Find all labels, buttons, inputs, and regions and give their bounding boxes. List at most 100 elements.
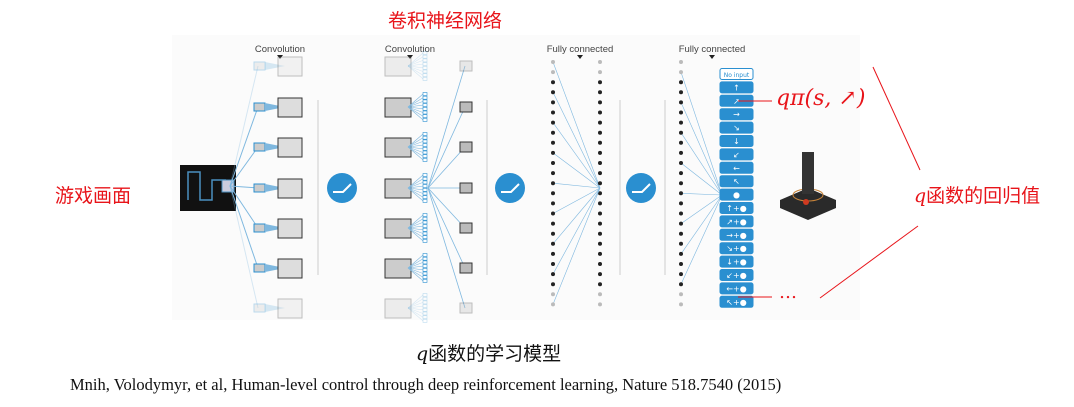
conv2-kernel-unit xyxy=(422,275,428,280)
fc1-output-node xyxy=(598,251,602,256)
fc1-node xyxy=(551,302,555,307)
relu-curve xyxy=(333,183,352,193)
conv2-kernel-unit xyxy=(422,173,428,177)
relu-curve xyxy=(501,183,520,193)
connection-line xyxy=(680,162,723,196)
connection-line xyxy=(407,141,424,148)
conv2-kernel-unit xyxy=(422,279,428,283)
conv1-kernel xyxy=(253,223,266,233)
conv2-kernel-unit xyxy=(422,176,428,181)
connection-line xyxy=(552,187,601,244)
action-button-bg xyxy=(719,282,754,295)
layer-label-conv2: Convolution xyxy=(385,44,435,55)
annotation-line xyxy=(872,66,921,171)
conv2-feature-map xyxy=(384,218,412,239)
conv2-kernel-unit xyxy=(422,180,428,185)
conv2-kernel-unit xyxy=(422,184,428,188)
conv2-kernel-unit xyxy=(422,228,428,232)
connection-line xyxy=(407,305,424,309)
action-button-label: ● xyxy=(733,191,740,200)
connection-line xyxy=(407,227,424,238)
conv2-feature-map xyxy=(384,298,412,319)
action-button-bg xyxy=(719,135,754,147)
connection-line xyxy=(407,182,424,189)
action-button-label: →+● xyxy=(726,231,746,240)
connection-line xyxy=(407,267,424,282)
layer-label-conv1: Convolution xyxy=(255,44,305,55)
fc1-node xyxy=(551,251,555,256)
conv2-kernel-unit xyxy=(422,92,428,96)
layer-marker-icon xyxy=(577,55,583,59)
conv2-kernel-unit xyxy=(422,271,428,276)
action-button-label: ←+● xyxy=(726,284,746,293)
fc2-node xyxy=(679,70,683,75)
connection-line xyxy=(407,65,424,76)
fc1-output-node xyxy=(598,292,602,297)
connection-line xyxy=(407,146,424,150)
connection-line xyxy=(407,307,424,311)
conv1-feature-map xyxy=(277,97,303,118)
conv1-kernel xyxy=(253,183,266,193)
conv1-feature-map xyxy=(277,298,303,319)
connection-line xyxy=(407,307,424,322)
fc1-output-node xyxy=(598,150,602,155)
fc1-node xyxy=(551,120,555,125)
connection-line xyxy=(407,101,424,108)
connection-line xyxy=(407,185,424,189)
fc2-node xyxy=(679,292,683,297)
fc2-node xyxy=(679,90,683,95)
action-button-label: ↙ xyxy=(733,150,740,159)
conv1-feature-map xyxy=(277,137,303,158)
connection-line xyxy=(407,214,424,229)
connection-line xyxy=(229,106,259,187)
connection-line xyxy=(407,258,424,269)
conv2-kernel-unit xyxy=(422,293,428,297)
fc1-node xyxy=(551,272,555,277)
connection-line xyxy=(229,185,259,309)
connection-line xyxy=(680,193,723,196)
conv2-kernel-unit xyxy=(422,51,428,55)
fc1-node xyxy=(551,282,555,287)
conv2-kernel-unit xyxy=(422,54,428,59)
conv2-feature-map xyxy=(384,56,412,77)
conv2-kernel-unit xyxy=(422,191,428,196)
connection-line xyxy=(407,267,424,278)
connection-line xyxy=(407,133,424,148)
fc1-output-node xyxy=(598,211,602,216)
action-button-bg xyxy=(719,228,754,241)
action-button-label: → xyxy=(733,110,740,119)
connection-line xyxy=(229,65,259,187)
action-button-bg xyxy=(719,202,754,214)
action-button-label: No input xyxy=(724,72,750,79)
action-button-bg xyxy=(719,255,754,268)
conv2-kernel-unit xyxy=(422,107,428,111)
fc1-output-node xyxy=(598,241,602,246)
kernel-projection xyxy=(265,143,285,151)
conv2-feature-map xyxy=(384,97,412,118)
connection-line xyxy=(407,63,424,67)
connection-line xyxy=(229,185,259,269)
connection-line xyxy=(407,187,424,198)
conv1-kernel xyxy=(253,61,266,71)
action-button-label: ↙+● xyxy=(726,271,746,280)
action-button-bg xyxy=(719,161,754,174)
fc1-output-node xyxy=(598,231,602,236)
relu-curve xyxy=(632,183,651,193)
action-button-bg xyxy=(719,121,754,134)
conv2-output-unit xyxy=(459,182,473,194)
fc1-node xyxy=(551,60,555,64)
connection-line xyxy=(407,106,424,117)
conv2-kernel-unit xyxy=(422,110,428,115)
fc1-output-node xyxy=(598,302,602,307)
connection-line xyxy=(229,185,259,229)
conv2-output-unit xyxy=(459,101,473,113)
fc1-output-node xyxy=(598,140,602,145)
fc2-node xyxy=(679,110,683,115)
action-button-bg xyxy=(719,295,754,308)
q-regression-label: q函数的回归值 xyxy=(914,181,1040,208)
action-button-label: ↑ xyxy=(733,83,740,92)
connection-line xyxy=(552,187,601,214)
fc2-node xyxy=(679,120,683,125)
action-button-label: ↖ xyxy=(733,177,740,186)
